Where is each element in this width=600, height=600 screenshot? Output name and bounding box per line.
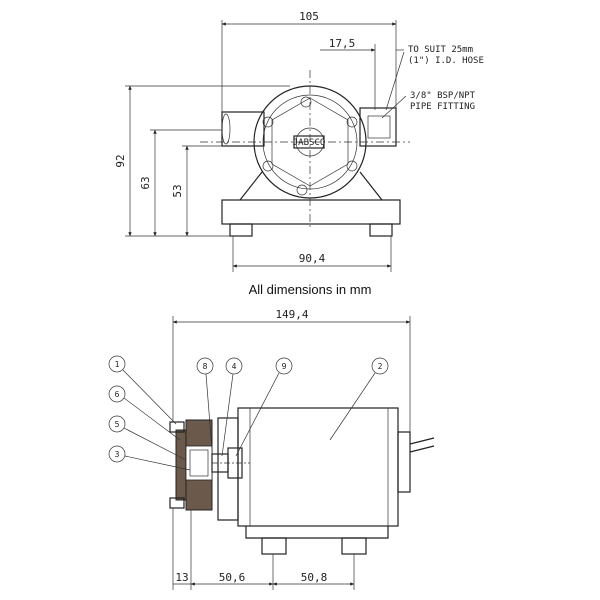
balloon-9 <box>275 357 293 375</box>
power-lead <box>409 437 435 445</box>
dim-width-label: 105 <box>299 10 319 23</box>
dimensions-caption: All dimensions in mm <box>249 282 372 297</box>
motor-housing <box>237 407 399 527</box>
balloon-1 <box>108 355 126 373</box>
cover-screw-bottom <box>169 497 185 509</box>
front-view: JABSCO 105 17,5 TO SUIT 25mm (1") I.D. H… <box>114 10 484 272</box>
balloon-5-label: 5 <box>115 420 120 429</box>
outlet-fitting <box>367 115 391 139</box>
balloon-3 <box>108 445 126 463</box>
bracket <box>217 417 239 521</box>
dim-b-label: 50,6 <box>219 571 246 584</box>
bolt-bottom <box>296 184 308 196</box>
brand-plate-label: JABSCO <box>293 138 326 148</box>
dim-height-total-label: 92 <box>114 154 127 167</box>
dim-height-low-label: 53 <box>171 184 184 197</box>
balloon-1-label: 1 <box>115 360 120 369</box>
balloon-5 <box>108 415 126 433</box>
fitting-note-line-1: 3/8" BSP/NPT <box>410 91 476 101</box>
motor-foot-right <box>341 537 367 555</box>
balloon-8-label: 8 <box>203 362 208 371</box>
side-view: 1 6 5 3 8 4 9 2 149,4 13 <box>108 308 435 590</box>
leader-8 <box>205 373 213 451</box>
leader-4 <box>221 373 234 457</box>
dim-base-width-label: 90,4 <box>299 252 326 265</box>
base-fillets <box>239 171 383 201</box>
fitting-note-line-2: PIPE FITTING <box>410 102 475 112</box>
bolt-lower-left <box>262 160 274 172</box>
motor-foot-left <box>261 537 287 555</box>
right-foot <box>369 223 393 237</box>
bolt-left <box>262 116 274 128</box>
hose-note-line-2: (1") I.D. HOSE <box>408 56 484 66</box>
base-plate <box>221 199 401 225</box>
balloon-2-label: 2 <box>378 362 383 371</box>
motor-base <box>245 526 389 539</box>
power-lead-2 <box>409 445 435 453</box>
dim-c-label: 50,8 <box>301 571 328 584</box>
balloon-6 <box>108 385 126 403</box>
outlet-port <box>359 107 397 147</box>
cover-screw-top <box>169 421 185 433</box>
left-foot <box>229 223 253 237</box>
balloon-4-label: 4 <box>232 362 237 371</box>
balloon-8 <box>196 357 214 375</box>
impeller <box>189 449 209 477</box>
leader-1 <box>122 369 177 425</box>
leader-9 <box>235 372 280 457</box>
balloon-3-label: 3 <box>115 450 120 459</box>
balloon-6-label: 6 <box>115 390 120 399</box>
balloon-9-label: 9 <box>282 362 287 371</box>
leader-3 <box>124 455 191 471</box>
fitting-note-leader <box>381 95 407 119</box>
inlet-opening <box>221 113 231 145</box>
hose-note-line-1: TO SUIT 25mm <box>408 45 473 55</box>
bolt-top <box>300 96 312 108</box>
motor-end-cap <box>397 431 411 493</box>
dim-height-mid-label: 63 <box>139 176 152 189</box>
dim-a-label: 13 <box>175 571 188 584</box>
dim-port-offset-label: 17,5 <box>329 37 356 50</box>
leader-6 <box>123 397 181 441</box>
balloon-2 <box>371 357 389 375</box>
dim-length-label: 149,4 <box>275 308 308 321</box>
balloon-4 <box>225 357 243 375</box>
leader-2 <box>329 372 376 441</box>
bolt-right <box>346 116 358 128</box>
seal <box>211 453 229 473</box>
bolt-lower-right <box>346 160 358 172</box>
hose-note-leader <box>385 51 405 111</box>
leader-5 <box>123 427 187 461</box>
